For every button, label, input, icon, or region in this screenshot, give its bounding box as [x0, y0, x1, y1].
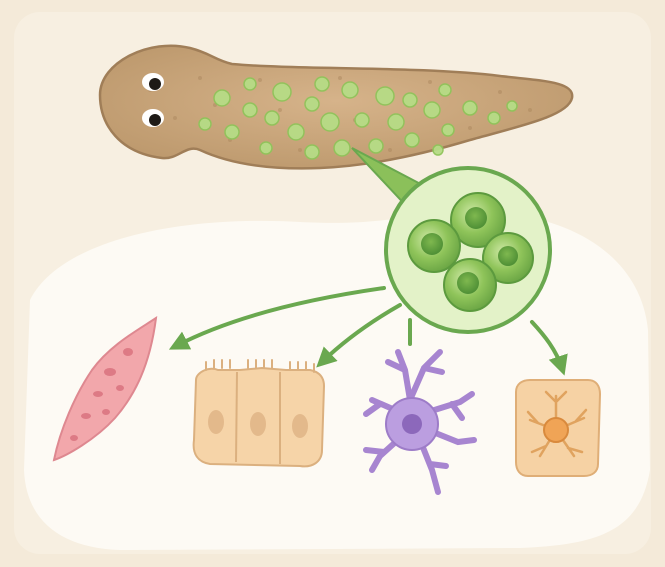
stem-cell — [450, 192, 506, 248]
stem-cell — [443, 258, 497, 312]
planarian-icon — [98, 44, 574, 170]
stem-cell — [482, 232, 534, 284]
differentiation-arrows — [168, 286, 568, 376]
muscle-cell-icon — [52, 315, 158, 462]
neuron-icon — [363, 349, 477, 495]
arrow-to-parenchymal — [530, 320, 568, 376]
arrow-to-epithelium — [316, 303, 402, 368]
stem-cell-cluster-icon — [384, 166, 552, 334]
neuron-soma — [385, 397, 439, 451]
epithelial-cells-icon — [192, 359, 326, 468]
worm-neoblasts — [198, 76, 518, 160]
arrow-to-muscle — [168, 286, 386, 350]
planarian-eyes — [142, 73, 164, 127]
parenchymal-cell-icon — [515, 379, 602, 477]
stem-cell — [407, 219, 461, 273]
